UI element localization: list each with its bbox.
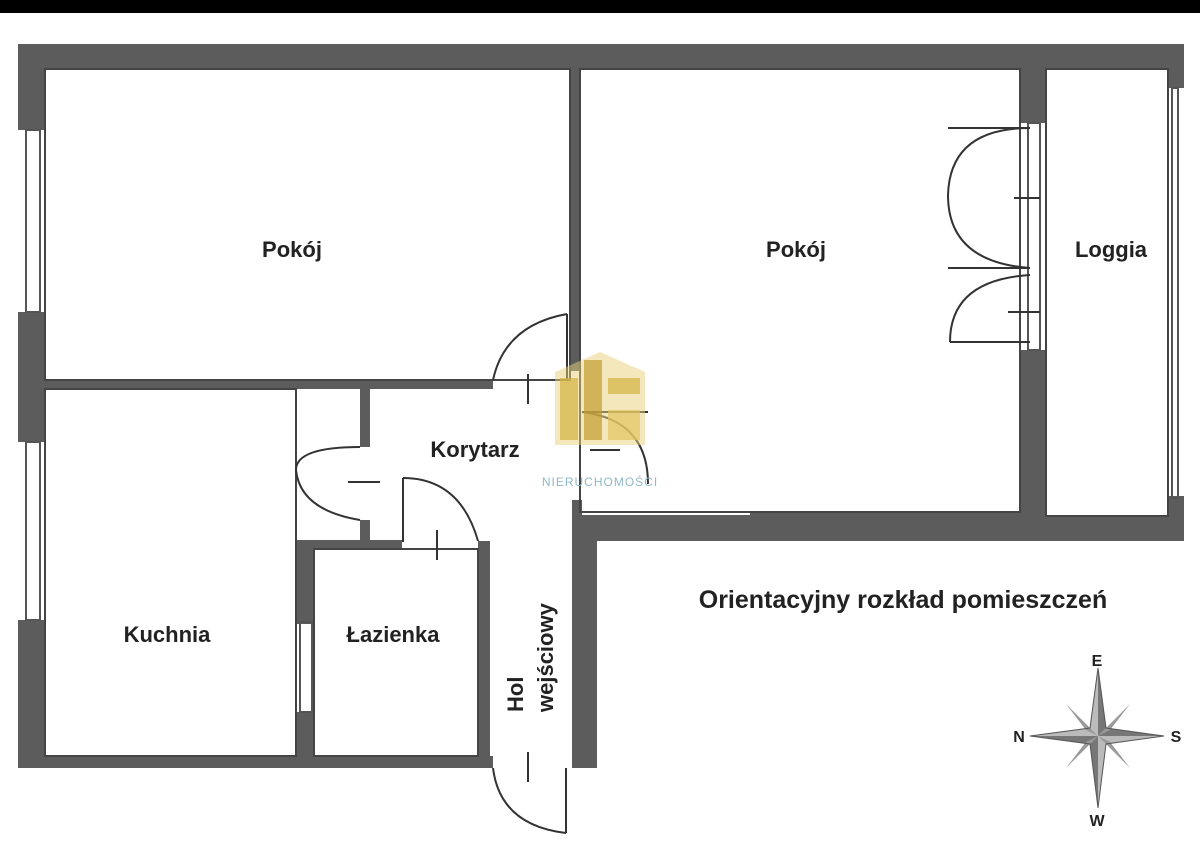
room-label-loggia: Loggia: [1075, 237, 1148, 262]
room-label-lazienka: Łazienka: [347, 622, 441, 647]
compass-label-west: W: [1089, 813, 1105, 830]
compass-label-north: N: [1013, 729, 1025, 746]
room-label-kuchnia: Kuchnia: [124, 622, 212, 647]
room-label-pokoj-left: Pokój: [262, 237, 322, 262]
watermark-text: NIERUCHOMOŚCI: [542, 474, 658, 489]
compass-label-east: E: [1092, 653, 1103, 670]
room-label-pokoj-right: Pokój: [766, 237, 826, 262]
plan-caption: Orientacyjny rozkład pomieszczeń: [699, 586, 1107, 614]
room-label-wejsciowy: wejściowy: [533, 602, 558, 713]
watermark-logo: [555, 352, 645, 445]
room-label-korytarz: Korytarz: [430, 437, 519, 462]
compass-label-south: S: [1171, 729, 1182, 746]
walls: [18, 44, 1184, 768]
wall-outlines: [44, 68, 1169, 757]
top-bar: [0, 0, 1200, 13]
room-label-hol: Hol: [503, 677, 528, 712]
compass-rose-icon: [1029, 667, 1165, 809]
doors: [294, 127, 1040, 834]
